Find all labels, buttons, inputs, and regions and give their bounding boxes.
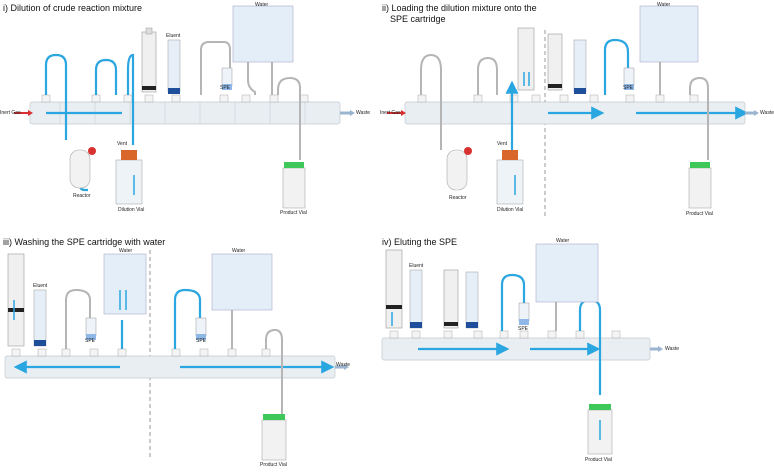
label-spe-left: SPE (85, 338, 96, 344)
water-tank (232, 5, 294, 63)
product-vial (282, 167, 306, 209)
product-vial (261, 419, 287, 461)
label-product-vial: Product Vial (280, 210, 307, 216)
panel-ii-title-line2: SPE cartridge (390, 14, 446, 24)
label-water: Water (556, 238, 570, 244)
syringe (7, 253, 25, 347)
dilution-vial (496, 159, 524, 205)
label-reactor: Reactor (449, 195, 467, 201)
label-reactor: Reactor (73, 193, 91, 199)
eluent-bottle (33, 289, 47, 347)
panel-i (14, 5, 355, 209)
panel-iv (381, 243, 663, 455)
eluent-bottle (409, 269, 423, 329)
panel-i-title: i) Dilution of crude reaction mixture (3, 3, 143, 13)
label-product-vial: Product Vial (686, 211, 713, 217)
water-tank (103, 253, 147, 315)
label-water: Water (255, 2, 269, 8)
syringe (517, 27, 535, 91)
label-eluent: Eluent (409, 263, 424, 269)
panel-ii-title-line1: ii) Loading the dilution mixture onto th… (382, 3, 537, 13)
eluent-bottle (167, 39, 181, 93)
product-vial (688, 167, 712, 209)
label-inert-gas: Inert Gas (380, 110, 401, 116)
reactor (69, 149, 91, 189)
label-product-vial: Product Vial (585, 457, 612, 463)
spe-cartridge (221, 67, 233, 87)
waste-arrow (350, 110, 355, 116)
label-water-right: Water (232, 248, 246, 254)
label-spe-right: SPE (196, 338, 207, 344)
reactor (446, 149, 468, 191)
label-waste: Waste (665, 346, 679, 352)
label-waste: Waste (760, 110, 774, 116)
dilution-vial (115, 159, 143, 205)
waste-arrow (754, 110, 759, 116)
label-vent: Vent (497, 141, 508, 147)
label-eluent: Eluent (166, 33, 181, 39)
flow-line (44, 53, 68, 140)
reactor-indicator (88, 147, 96, 155)
label-waste: Waste (336, 362, 350, 368)
water-tank (639, 5, 699, 63)
label-spe: SPE (518, 326, 529, 332)
eluent-bottle (573, 39, 587, 93)
label-waste: Waste (356, 110, 370, 116)
flow-line (94, 58, 118, 95)
flow-line (126, 53, 135, 145)
syringe (141, 31, 157, 93)
syringe (385, 249, 403, 329)
waste-arrow (658, 346, 663, 352)
waste-arrow (344, 364, 349, 370)
label-dilution-vial: Dilution Vial (497, 207, 524, 213)
label-eluent: Eluent (33, 283, 48, 289)
water-tank (211, 253, 273, 311)
panel-ii (387, 5, 759, 209)
label-spe: SPE (623, 85, 634, 91)
spe-cartridge (518, 302, 530, 322)
label-spe: SPE (220, 85, 231, 91)
label-water: Water (657, 2, 671, 8)
panel-iii-title: iii) Washing the SPE cartridge with wate… (3, 237, 166, 247)
label-product-vial: Product Vial (260, 462, 287, 468)
panel-iv-title: iv) Eluting the SPE (382, 237, 458, 247)
spe-cartridge (195, 317, 207, 337)
spe-cartridge (623, 67, 635, 87)
label-water-left: Water (119, 248, 133, 254)
label-vent: Vent (117, 141, 128, 147)
water-tank (535, 243, 599, 303)
spe-cartridge (85, 317, 97, 337)
label-inert-gas: Inert Gas (0, 110, 21, 116)
panel-iii (4, 253, 349, 461)
label-dilution-vial: Dilution Vial (118, 207, 145, 213)
